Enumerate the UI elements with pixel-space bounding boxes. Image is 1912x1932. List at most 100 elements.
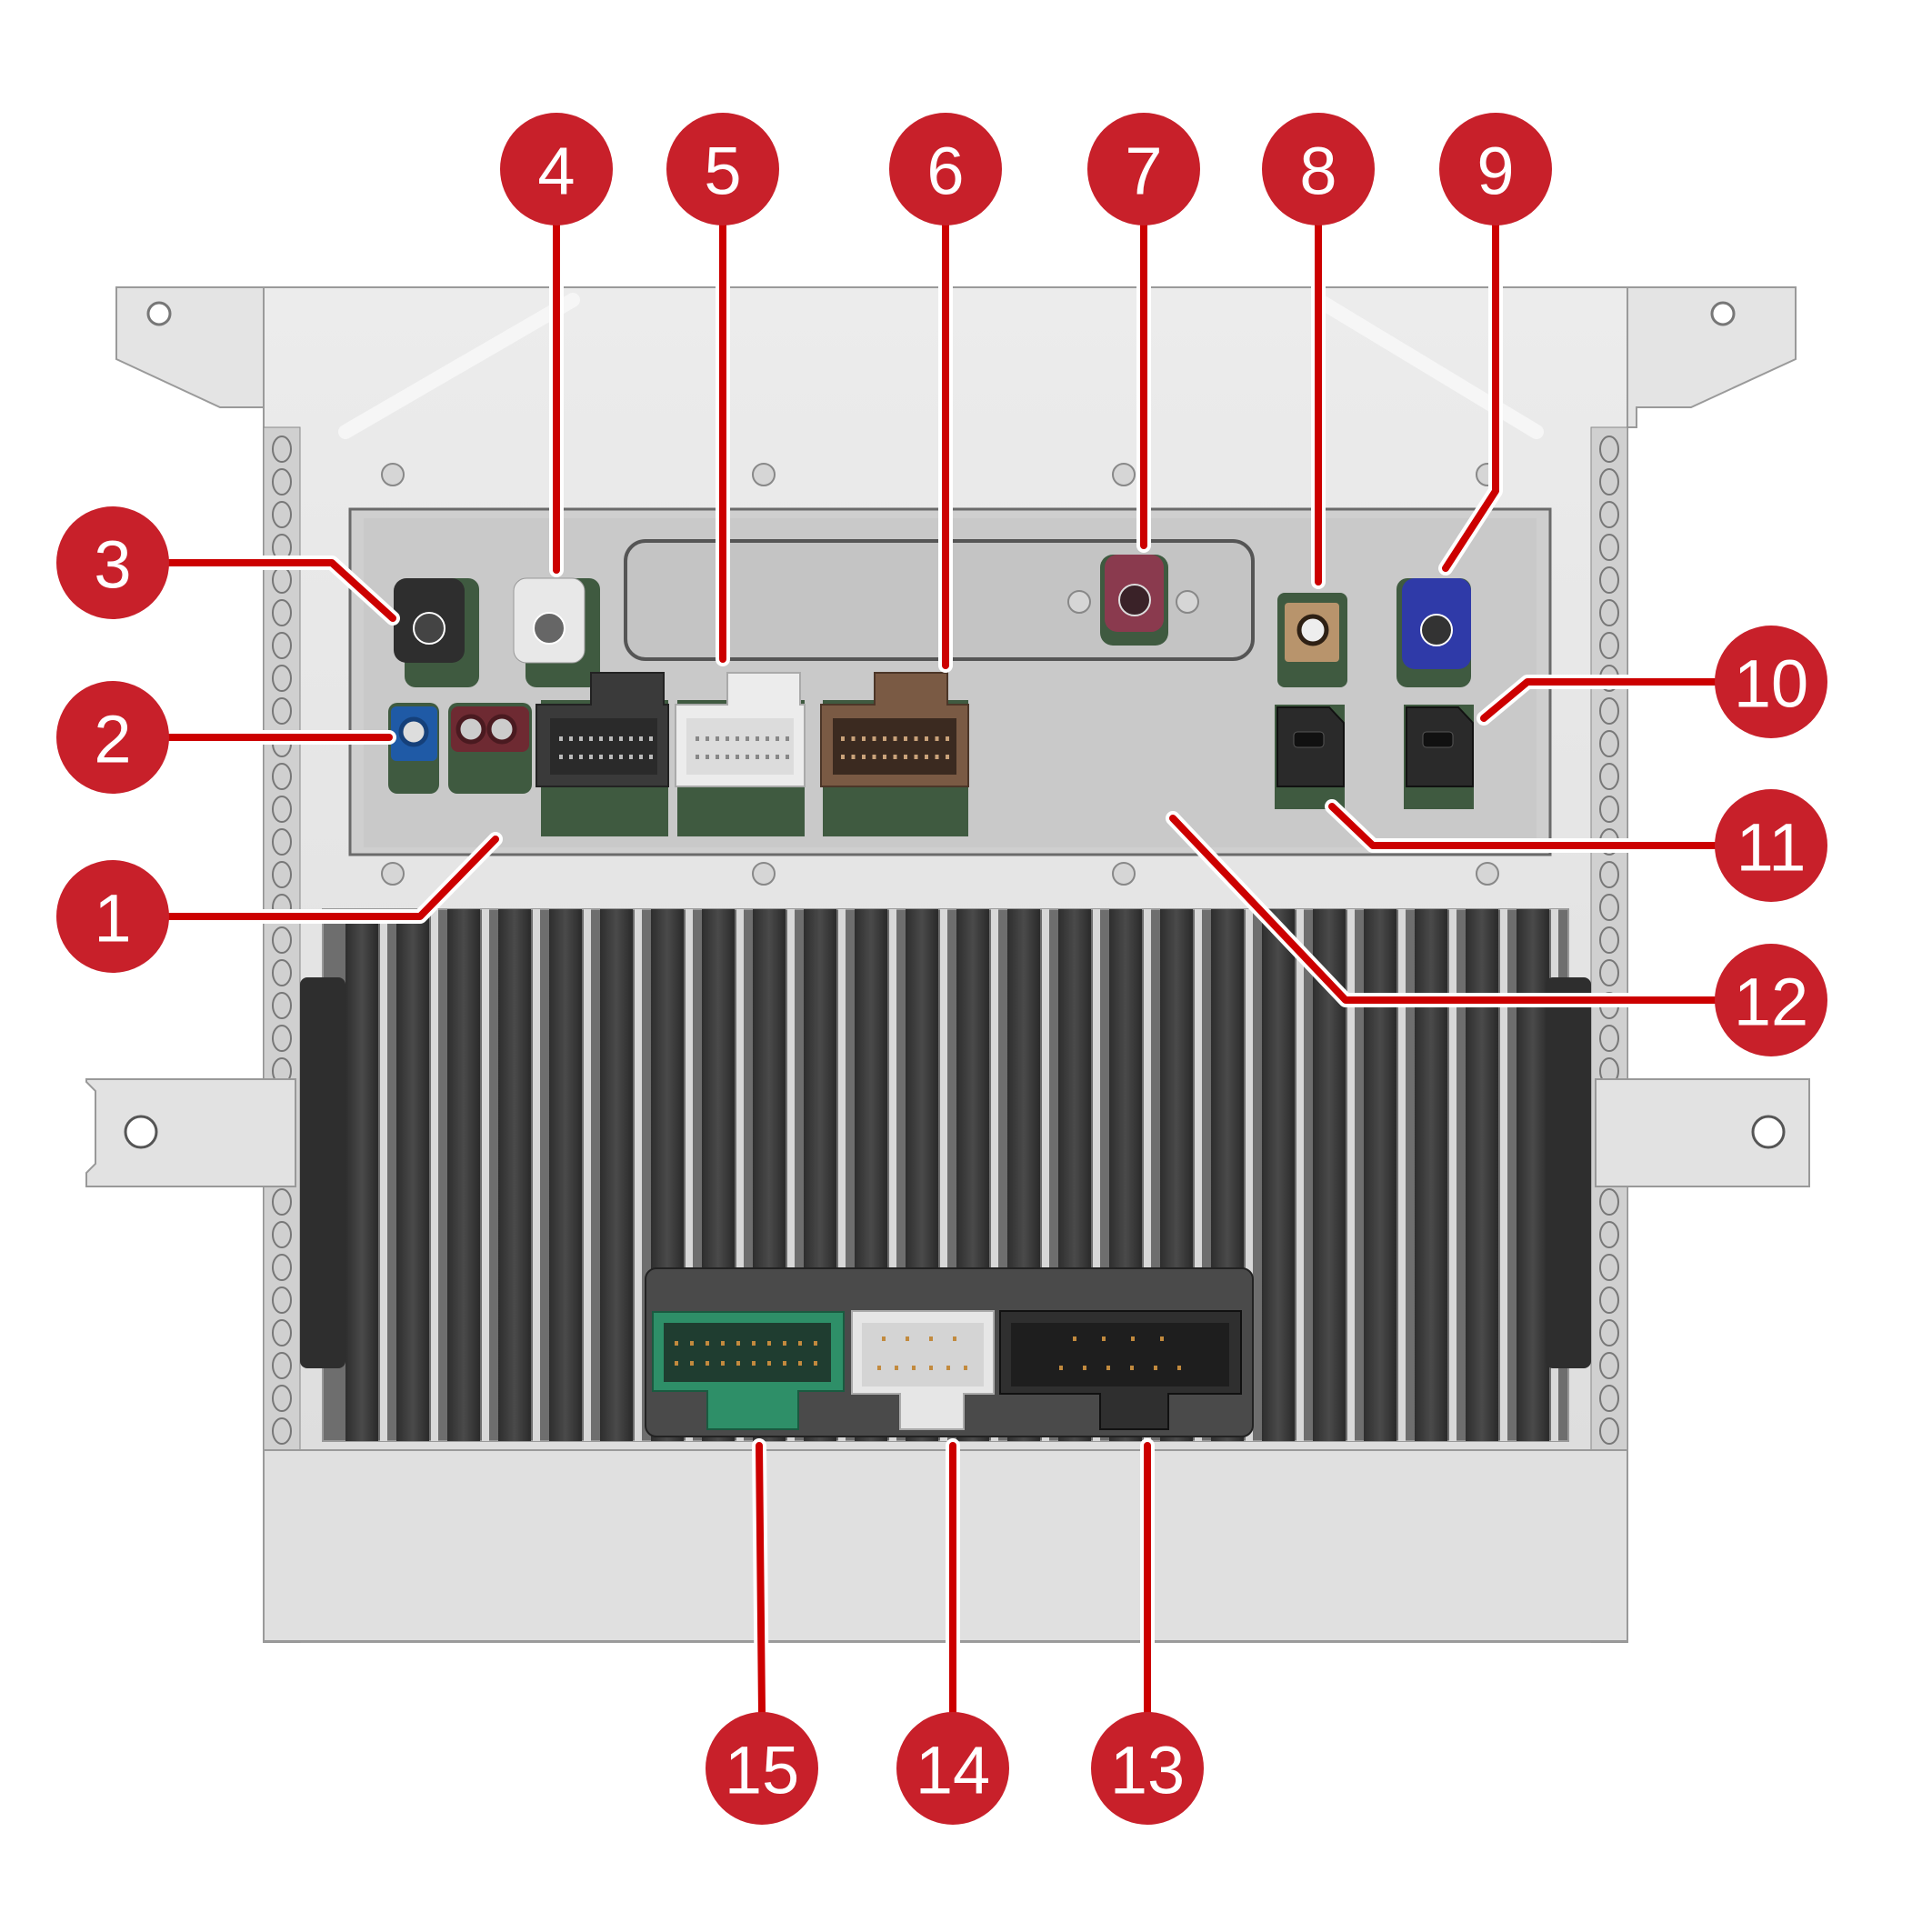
leader-line-3 (165, 559, 396, 622)
connector-pin (914, 755, 918, 759)
connector-pin (814, 1341, 817, 1346)
heatsink-fin-edge (1398, 909, 1406, 1441)
callout-badge-2 (56, 681, 169, 794)
callout-5: 5 (666, 113, 779, 225)
connector-pin (716, 736, 719, 741)
heatsink-fin (549, 909, 582, 1441)
connector-pin (766, 736, 769, 741)
heatsink-fin-edge (940, 909, 947, 1441)
rail-tooth (1599, 599, 1619, 626)
callout-badge-8 (1262, 113, 1375, 225)
brown-multipin-connector[interactable] (820, 672, 969, 836)
rail-tooth (1599, 861, 1619, 888)
connector-pin (851, 755, 856, 759)
heatsink-fin-edge (380, 909, 387, 1441)
connector-pin (877, 1366, 881, 1370)
mounting-hole-left (124, 1115, 158, 1149)
connector-pin (736, 755, 739, 759)
violet-blue-coax-connector[interactable] (1396, 578, 1471, 687)
connector-pin (589, 736, 593, 741)
black-coax-connector[interactable] (394, 578, 479, 687)
connector-pin (814, 1361, 817, 1366)
connector-pin (841, 755, 845, 759)
heatsink-fin-edge (635, 909, 642, 1441)
heatsink-fin-edge (991, 909, 998, 1441)
callout-badge-11 (1715, 789, 1827, 902)
heatsink-fin-edge (889, 909, 896, 1441)
callout-badge-13 (1091, 1712, 1204, 1825)
callout-15: 15 (706, 1712, 818, 1825)
connector-pin (619, 755, 623, 759)
white-coax-connector[interactable] (513, 577, 600, 687)
side-mounting-tabs (85, 1078, 1810, 1187)
heatsink-fin-edge (533, 909, 540, 1441)
callout-badge-10 (1715, 626, 1827, 738)
connector-pin (726, 755, 729, 759)
white-multipin-connector[interactable] (675, 672, 806, 836)
connector-pin (609, 755, 613, 759)
connector-pin (752, 1361, 756, 1366)
callout-11: 11 (1715, 789, 1827, 902)
callout-label-13: 13 (1110, 1733, 1185, 1808)
connector-pin (851, 736, 856, 741)
rail-tooth (272, 501, 292, 528)
rail-tooth (1599, 1254, 1619, 1281)
leader-line-10 (1480, 678, 1718, 722)
callout-label-14: 14 (916, 1733, 990, 1808)
connector-pin (904, 755, 907, 759)
usb-connector-left[interactable] (1275, 705, 1345, 809)
rail-tooth (272, 1319, 292, 1346)
black-multipin-connector[interactable] (536, 672, 669, 836)
heatsink-fin-edge (1042, 909, 1049, 1441)
connector-pin (798, 1361, 802, 1366)
mounting-hole-right (1751, 1115, 1786, 1149)
beige-coax-connector[interactable] (1277, 593, 1347, 687)
callout-label-6: 6 (926, 134, 964, 209)
connector-pin (721, 1341, 725, 1346)
usb-connector-right[interactable] (1404, 705, 1474, 809)
rail-tooth (1599, 1025, 1619, 1052)
rail-tooth (272, 1254, 292, 1281)
rail-tooth (272, 697, 292, 725)
callout-label-4: 4 (537, 134, 575, 209)
blue-coax-connector[interactable] (388, 703, 439, 794)
callout-4: 4 (500, 113, 613, 225)
callout-7: 7 (1087, 113, 1200, 225)
white-power-connector[interactable] (851, 1310, 995, 1430)
heatsink-fin-edge (686, 909, 693, 1441)
heatsink-fin-edge (1144, 909, 1151, 1441)
connector-pin (883, 755, 886, 759)
connector-pin (639, 755, 643, 759)
callout-label-12: 12 (1734, 965, 1808, 1040)
green-power-connector[interactable] (652, 1311, 845, 1430)
connector-pin (736, 1361, 740, 1366)
connector-pin (559, 736, 563, 741)
leader-line-1 (165, 836, 499, 920)
connector-pin (559, 755, 563, 759)
heatsink-fin-edge (1296, 909, 1304, 1441)
rail-tooth (272, 796, 292, 823)
violet-hsd-connector[interactable] (1100, 555, 1168, 646)
heatsink-fin-edge (482, 909, 489, 1441)
upper-connectors (388, 555, 1474, 836)
rail-tooth (272, 926, 292, 954)
dual-brown-coax-connector[interactable] (448, 703, 532, 794)
callout-badge-1 (56, 860, 169, 973)
black-power-connector[interactable] (999, 1310, 1242, 1430)
rail-tooth (272, 599, 292, 626)
connector-pin (579, 736, 583, 741)
connector-pin (756, 755, 759, 759)
connector-pin (1177, 1366, 1181, 1370)
callout-badge-3 (56, 506, 169, 619)
connector-pin (893, 755, 897, 759)
connector-pin (736, 736, 739, 741)
right-rail (1590, 426, 1628, 1643)
callout-badge-7 (1087, 113, 1200, 225)
callout-1: 1 (56, 860, 169, 973)
leader-lines (162, 218, 1722, 1719)
callout-label-9: 9 (1477, 134, 1514, 209)
connector-pin (872, 755, 876, 759)
heatsink-fin-edge (1347, 909, 1355, 1441)
rail-tooth (1599, 697, 1619, 725)
heatsink-fin (396, 909, 429, 1441)
